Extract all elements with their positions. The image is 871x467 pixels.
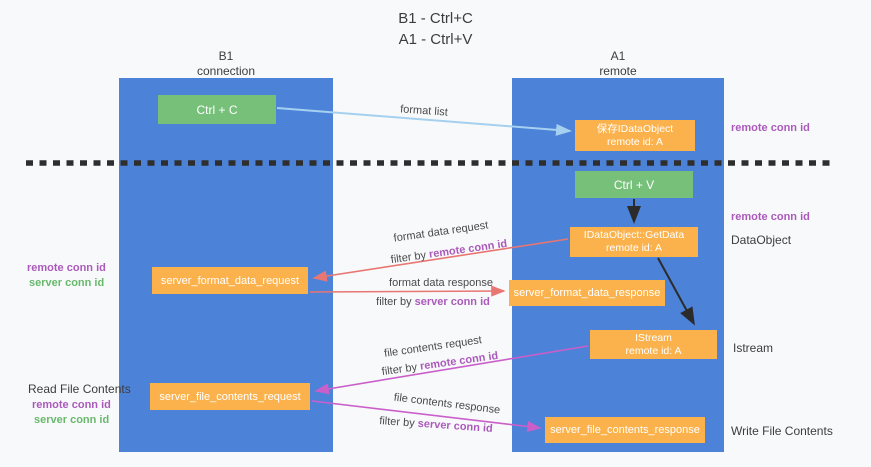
save-idataobject-line1: 保存IDataObject	[596, 122, 674, 135]
right-column-role: remote	[599, 64, 637, 78]
istream-line1: IStream	[635, 331, 672, 344]
right-column-header: A1 remote	[512, 49, 724, 79]
right-column-name: A1	[610, 49, 626, 63]
write-file-contents-annotation: Write File Contents	[731, 424, 833, 438]
server-file-contents-request-label: server_file_contents_request	[159, 390, 301, 403]
left-server-conn-id-fmt: server conn id	[29, 277, 105, 289]
file-contents-request-arrow	[314, 345, 589, 395]
filter-server-conn-id-1: server conn id	[414, 296, 490, 308]
format-data-request-arrow	[312, 238, 569, 282]
title-line-2: A1 - Ctrl+V	[398, 31, 473, 48]
diagram-title: B1 - Ctrl+C A1 - Ctrl+V	[0, 8, 871, 50]
dataobject-annotation: DataObject	[731, 233, 792, 247]
right-remote-conn-id-mid: remote conn id	[731, 211, 810, 223]
server-file-contents-response-label: server_file_contents_response	[550, 424, 700, 436]
server-file-contents-request-node: server_file_contents_request	[150, 383, 310, 410]
istream-line2: remote id: A	[625, 344, 682, 357]
read-file-contents-annotation: Read File Contents	[28, 382, 131, 396]
idataobject-getdata-node: IDataObject::GetData remote id: A	[570, 227, 698, 257]
left-remote-conn-id-fmt: remote conn id	[27, 262, 106, 274]
left-column-role: connection	[196, 64, 256, 78]
filter-by-text-2: filter by	[376, 296, 415, 308]
ctrl-v-node: Ctrl + V	[575, 171, 693, 198]
save-idataobject-line2: remote id: A	[606, 135, 664, 148]
title-line-1: B1 - Ctrl+C	[398, 10, 473, 27]
getdata-to-istream-arrow	[657, 257, 695, 326]
left-server-conn-id-file: server conn id	[34, 414, 110, 426]
getdata-line2: remote id: A	[605, 242, 663, 254]
ctrl-c-node: Ctrl + C	[158, 95, 276, 124]
server-file-contents-response-node: server_file_contents_response	[545, 417, 705, 443]
format-data-response-label: format data response	[389, 277, 493, 289]
format-data-response-filter-label: filter by server conn id	[376, 296, 490, 308]
format-list-arrow	[276, 107, 572, 136]
right-remote-conn-id-top: remote conn id	[731, 122, 810, 134]
save-idataobject-node: 保存IDataObject remote id: A	[575, 120, 695, 151]
getdata-line1: IDataObject::GetData	[583, 229, 685, 241]
format-data-response-arrow	[309, 285, 506, 297]
left-column-name: B1	[218, 49, 234, 63]
left-remote-conn-id-file: remote conn id	[32, 399, 111, 411]
istream-node: IStream remote id: A	[590, 330, 717, 359]
ctrl-v-label: Ctrl + V	[613, 177, 655, 192]
server-format-data-request-label: server_format_data_request	[160, 274, 300, 287]
left-column-header: B1 connection	[119, 49, 333, 79]
server-format-data-response-label: server_format_data_response	[513, 287, 661, 299]
istream-annotation: Istream	[733, 341, 774, 355]
ctrl-c-label: Ctrl + C	[196, 102, 238, 117]
file-contents-response-arrow	[311, 400, 542, 433]
server-format-data-response-node: server_format_data_response	[509, 280, 665, 306]
server-format-data-request-node: server_format_data_request	[152, 267, 308, 294]
